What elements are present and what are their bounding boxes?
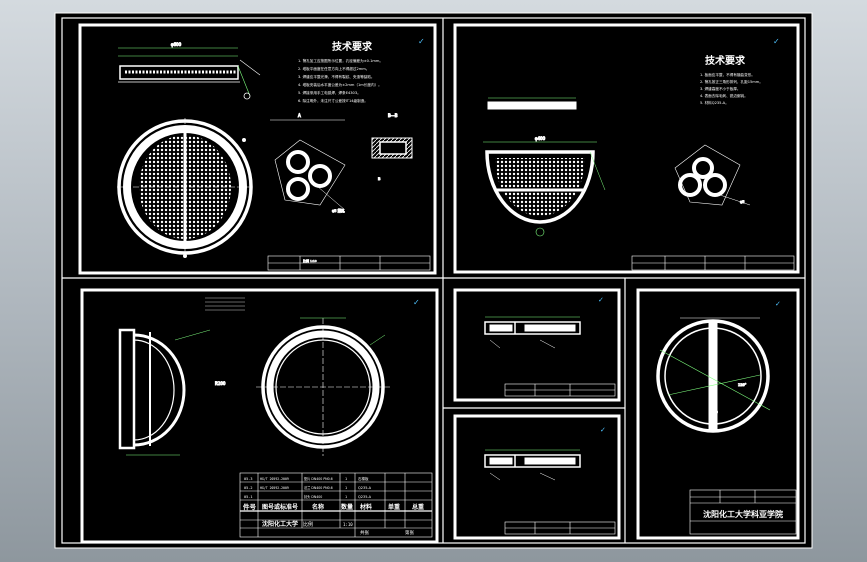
parts-list-footer: 沈阳化工大学 比例 1:10 共张 第张 — [262, 520, 414, 536]
svg-text:05-3: 05-3 — [244, 477, 252, 481]
svg-text:A: A — [298, 113, 301, 118]
svg-text:R200: R200 — [215, 381, 226, 386]
svg-text:技术要求: 技术要求 — [705, 54, 746, 67]
sheet-strip-part-1: ✓ — [453, 288, 621, 402]
svg-text:5. 材料Q235-A。: 5. 材料Q235-A。 — [700, 100, 729, 105]
svg-text:✓: ✓ — [773, 37, 780, 46]
tray-side-view: φ600 — [118, 42, 261, 100]
svg-text:2. 塔板平面度在任意方向上不得超过2mm。: 2. 塔板平面度在任意方向上不得超过2mm。 — [298, 66, 369, 71]
svg-text:φ600: φ600 — [171, 42, 182, 47]
segment-title-block — [631, 255, 795, 271]
tray-tech-title: 技术要求 — [332, 40, 373, 53]
segment-tech-requirements: 技术要求 1. 板面应平整，不得有翘曲变形。 2. 筛孔按正三角形排列，孔距15… — [700, 54, 763, 105]
segment-plan-view: φ400 — [483, 136, 606, 237]
svg-text:比例: 比例 — [303, 521, 313, 528]
svg-text:✓: ✓ — [418, 37, 425, 46]
svg-text:Q235-A: Q235-A — [358, 486, 372, 490]
sheet-segment-tray: ✓ 技术要求 1. 板面应平整，不得有翘曲变形。 2. 筛孔按正三角形排列，孔距… — [453, 23, 800, 274]
svg-text:3. 焊缝高度不小于板厚。: 3. 焊缝高度不小于板厚。 — [700, 86, 741, 91]
svg-text:共张: 共张 — [360, 529, 369, 536]
svg-text:HG/T 20592-2009: HG/T 20592-2009 — [260, 477, 289, 481]
tray-title-block: 比例 1:10 — [267, 255, 431, 271]
svg-text:1: 1 — [345, 486, 347, 490]
svg-text:封头 DN400: 封头 DN400 — [304, 494, 322, 499]
svg-text:数量: 数量 — [341, 503, 353, 511]
segment-detail: φ5 — [674, 144, 751, 206]
svg-text:4. 塔板安装后水平度公差为±2mm（1m长度内）。: 4. 塔板安装后水平度公差为±2mm（1m长度内）。 — [298, 82, 382, 87]
sheet-dividers — [62, 18, 805, 543]
svg-text:φ5: φ5 — [740, 200, 745, 204]
svg-text:件号: 件号 — [243, 502, 257, 511]
svg-text:✓: ✓ — [598, 296, 604, 304]
svg-text:1: 1 — [345, 477, 347, 481]
svg-text:120°: 120° — [738, 383, 747, 387]
svg-text:φ400: φ400 — [535, 136, 546, 141]
parts-list-table — [239, 472, 433, 538]
ring-title-block — [689, 489, 797, 535]
svg-text:Q235-A: Q235-A — [358, 495, 372, 499]
parts-list-rows: 05-3 HG/T 20592-2009 垫片 DN400 PN0.6 1 石棉… — [244, 476, 372, 499]
svg-text:第张: 第张 — [405, 529, 414, 536]
svg-text:4. 表面去除毛刺、锐边倒钝。: 4. 表面去除毛刺、锐边倒钝。 — [700, 93, 748, 98]
svg-text:1. 板面应平整，不得有翘曲变形。: 1. 板面应平整，不得有翘曲变形。 — [700, 72, 755, 77]
svg-text:✓: ✓ — [600, 426, 606, 434]
svg-text:B: B — [378, 177, 381, 181]
sheet-split-ring: ✓ 120° 沈阳化工大学科亚学院 — [636, 288, 800, 540]
svg-text:名称: 名称 — [312, 503, 324, 511]
tray-tech-requirements: 技术要求 1. 筛孔加工应按图所示位置，孔径偏差为±0.1mm。 2. 塔板平面… — [298, 40, 383, 103]
svg-text:图号或标准号: 图号或标准号 — [262, 503, 298, 511]
svg-text:5. 焊接采用手工电弧焊，焊条E4303。: 5. 焊接采用手工电弧焊，焊条E4303。 — [298, 90, 361, 95]
svg-text:垫片 DN400 PN0.6: 垫片 DN400 PN0.6 — [304, 476, 333, 481]
sheet-strip-part-2: ✓ — [453, 414, 621, 540]
svg-text:HG/T 20592-2009: HG/T 20592-2009 — [260, 486, 289, 490]
svg-text:05-2: 05-2 — [244, 486, 252, 490]
svg-text:6. 除注明外，未注尺寸公差按IT14级制造。: 6. 除注明外，未注尺寸公差按IT14级制造。 — [298, 98, 368, 103]
svg-text:2. 筛孔按正三角形排列，孔距15mm。: 2. 筛孔按正三角形排列，孔距15mm。 — [700, 79, 763, 84]
sheet-tray-plate: ✓ φ600 技术要求 1. 筛孔加工应按图所示位置，孔径偏差为±0.1mm。 … — [78, 23, 437, 275]
head-note — [205, 297, 245, 311]
svg-text:✓: ✓ — [775, 300, 781, 308]
tray-detail-b: B—B B — [371, 113, 413, 182]
svg-text:石棉板: 石棉板 — [358, 476, 369, 481]
tray-plan-view — [117, 118, 253, 258]
svg-text:1. 筛孔加工应按图所示位置，孔径偏差为±0.1mm。: 1. 筛孔加工应按图所示位置，孔径偏差为±0.1mm。 — [298, 58, 383, 63]
svg-text:05-1: 05-1 — [244, 495, 252, 499]
svg-text:法兰 DN400 PN0.6: 法兰 DN400 PN0.6 — [304, 485, 333, 490]
svg-text:沈阳化工大学: 沈阳化工大学 — [262, 520, 298, 528]
svg-text:3. 焊缝应平整光滑，不得有裂纹、夹渣等缺陷。: 3. 焊缝应平整光滑，不得有裂纹、夹渣等缺陷。 — [298, 74, 374, 79]
svg-text:✓: ✓ — [413, 298, 420, 307]
svg-text:材料: 材料 — [359, 503, 372, 511]
sheet-head-flange: ✓ R200 — [80, 288, 439, 544]
svg-text:单重: 单重 — [388, 503, 400, 511]
svg-text:1: 1 — [345, 495, 347, 499]
ring-title-block-label: 沈阳化工大学科亚学院 — [703, 509, 783, 519]
parts-list-header: 件号 图号或标准号 名称 数量 材料 单重 总重 — [243, 502, 424, 511]
svg-text:1:10: 1:10 — [343, 522, 353, 527]
head-side-view: R200 — [118, 328, 226, 456]
svg-text:总重: 总重 — [412, 503, 424, 511]
svg-text:比例 1:10: 比例 1:10 — [303, 258, 317, 263]
flange-plan-view — [256, 317, 390, 456]
tray-detail-a: A φ5 筛孔 — [270, 113, 346, 214]
svg-text:φ5 筛孔: φ5 筛孔 — [332, 208, 345, 213]
svg-text:B—B: B—B — [388, 113, 398, 118]
